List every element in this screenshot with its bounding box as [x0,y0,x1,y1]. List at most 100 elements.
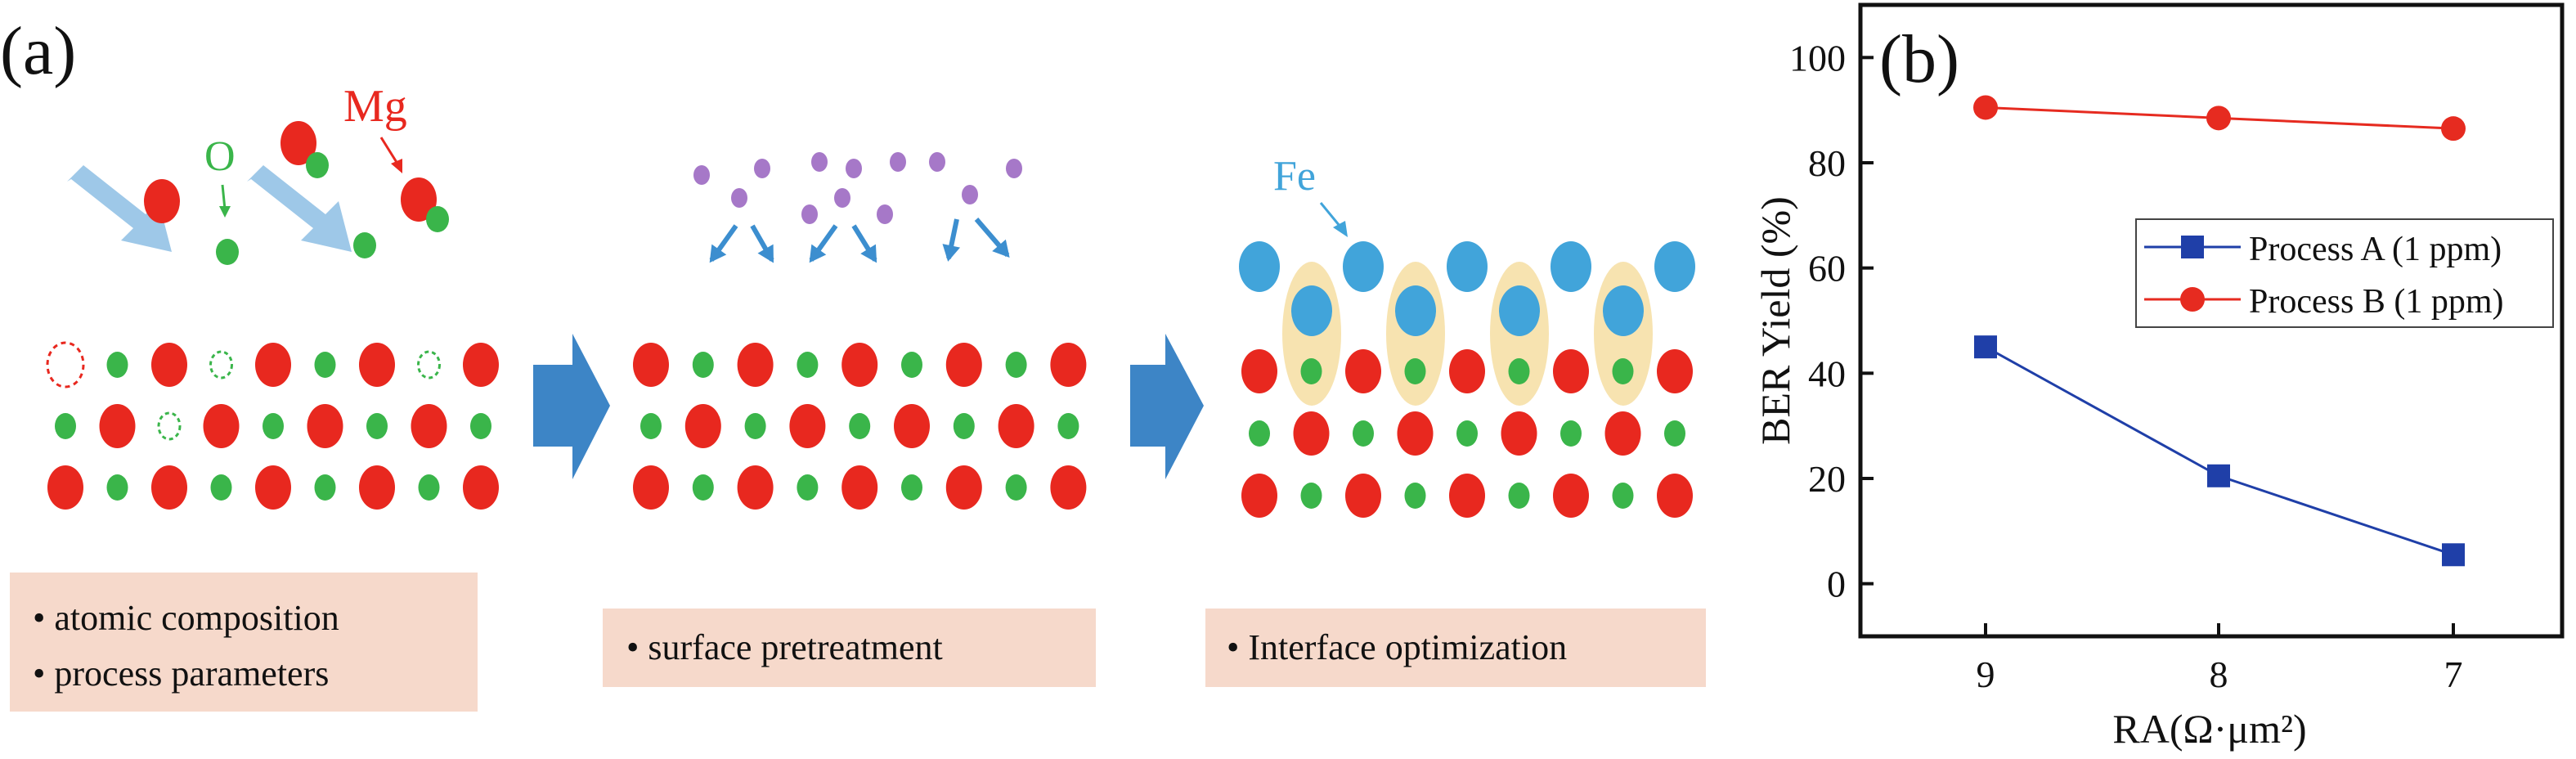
o-pointer-head [219,206,231,218]
mg-atom [1604,411,1641,456]
o-atom [1249,420,1270,447]
step-arrow-2 [1130,334,1204,479]
o-atom [1612,483,1634,509]
panel-b-label: (b) [1879,21,1959,97]
pretreatment-arrow-head [709,244,727,263]
mg-atom [359,343,395,387]
mg-pointer-head [391,159,402,173]
fe-atom [1654,241,1695,292]
mg-atom [1345,349,1381,393]
mg-atom [307,404,343,448]
x-axis-label: RA(Ω·μm²) [2112,706,2306,752]
o-atom [1300,358,1322,384]
pretreatment-arrow-head [860,244,877,263]
deposition-arrow-left [67,165,172,252]
y-axis-label: BER Yield (%) [1752,196,1798,445]
o-atom [640,413,662,439]
callout-bullet: • atomic composition [33,598,339,638]
fe-atom [1239,241,1280,292]
mg-atom [1397,411,1434,456]
pretreatment-particle [1006,159,1022,178]
o-vacancy [417,350,441,380]
o-vacancy [209,350,233,380]
data-point-square [2442,543,2465,567]
callout-bullet: • surface pretreatment [626,627,943,667]
mg-atom [945,343,982,387]
mg-atom [841,343,878,387]
fe-atom [1499,285,1540,336]
fe-atom [1551,241,1591,292]
data-point-square [1974,335,1997,359]
mg-atom [1449,349,1485,393]
y-tick-label: 100 [1789,37,1846,79]
mg-atom [945,465,982,510]
o-atom [1005,474,1027,501]
data-point-circle [1973,95,1998,120]
mg-atom [255,343,291,387]
pretreatment-particle [890,152,906,172]
o-atom [797,474,819,501]
callout-step-3: • Interface optimization [1205,609,1706,687]
o-atom [692,352,714,378]
mg-atom [463,343,499,387]
fe-atom [1447,241,1488,292]
y-tick-label: 80 [1808,142,1846,184]
mg-atom [1449,474,1485,518]
o-atom [1057,413,1079,439]
mg-atom [789,404,826,448]
callout-bullet: • Interface optimization [1227,627,1567,667]
y-tick-label: 60 [1808,248,1846,290]
mg-atom [1657,474,1693,518]
mg-atom [998,404,1034,448]
mg-atom [411,404,447,448]
pretreatment-particle [834,188,850,208]
mg-atom [144,179,180,223]
o-atom [210,474,232,501]
incoming-atoms [144,121,449,265]
deposition-arrows [67,165,352,252]
mg-atom [47,465,83,510]
mg-atom [1241,474,1277,518]
pretreatment-particles [693,152,1022,224]
o-atom [1664,420,1685,447]
o-atom [314,474,336,501]
mg-atom [401,177,437,222]
o-atom [106,352,128,378]
mg-atom [737,465,774,510]
mg-atom [633,465,669,510]
o-atom [1005,352,1027,378]
deposition-arrow-right [247,165,352,252]
callout-step-2: • surface pretreatment [603,609,1096,687]
mg-atom [255,465,291,510]
o-atom [216,239,239,265]
o-atom [1300,483,1322,509]
mg-atom [684,404,721,448]
fe-layer [1239,241,1695,336]
mg-atom [203,404,240,448]
data-point-circle [2441,116,2466,141]
pretreatment-arrow-head [992,239,1010,258]
fe-atom [1603,285,1644,336]
mg-atom [1553,349,1589,393]
o-atom [263,413,284,439]
mg-atom [894,404,930,448]
panel-a: (a) O Mg [0,13,1706,712]
mg-pointer [379,137,399,164]
mg-atom [151,343,187,387]
o-atom [418,474,440,501]
o-atom [55,413,76,439]
mg-atom [1501,411,1537,456]
o-atom [849,413,871,439]
data-point-circle [2206,106,2231,131]
mg-atom [359,465,395,510]
x-tick-label: 9 [1977,653,1995,695]
o-atom [106,474,128,501]
pretreatment-particle [693,165,710,185]
fe-pointer-head [1333,221,1348,237]
o-atom [1560,420,1582,447]
mg-atom [1553,474,1589,518]
mg-atom [280,121,316,165]
o-atom [470,413,491,439]
